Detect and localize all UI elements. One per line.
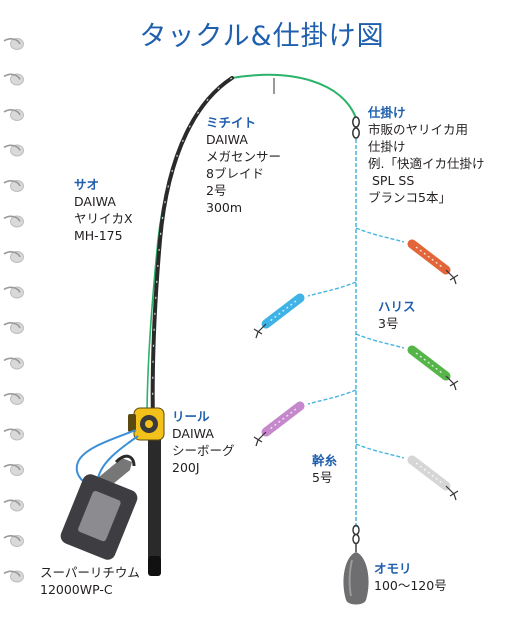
jig-branch-1 xyxy=(355,227,459,285)
jig-branch-2 xyxy=(253,281,357,339)
reel-heading: リール xyxy=(172,409,210,424)
rod-line-3: MH-175 xyxy=(74,228,123,243)
sinker-line-1: 100〜120号 xyxy=(374,578,447,593)
reel-icon xyxy=(128,407,165,441)
rig-line-2: 仕掛け xyxy=(368,139,406,154)
sinker-icon xyxy=(343,543,369,605)
battery-icon xyxy=(60,454,138,560)
mainline-line-5: 300m xyxy=(206,200,243,215)
battery-line-1: スーパーリチウム xyxy=(40,565,140,580)
ring-12 xyxy=(3,428,24,441)
ring-11 xyxy=(3,393,24,405)
reel-line-3: 200J xyxy=(172,460,200,475)
rod-grip xyxy=(148,430,161,560)
jig-branch-3 xyxy=(355,333,459,391)
ring-10 xyxy=(3,357,24,370)
rig-line-4: SPL SS xyxy=(368,173,415,188)
ring-2 xyxy=(3,73,24,86)
rod-butt xyxy=(148,556,161,576)
rig-heading: 仕掛け xyxy=(368,105,406,120)
ring-4 xyxy=(3,144,24,157)
notebook-rings xyxy=(3,38,24,583)
ring-6 xyxy=(3,215,24,228)
ring-8 xyxy=(3,286,24,299)
rig-label: 仕掛け 市販のヤリイカ用 仕掛け 例.「快適イカ仕掛け SPL SS ブランコ5… xyxy=(368,104,484,206)
top-swivel xyxy=(352,116,360,139)
jig-branch-5 xyxy=(355,443,459,501)
ring-5 xyxy=(3,180,24,192)
mainline-heading: ミチイト xyxy=(206,115,257,130)
reel-line-2: シーボーグ xyxy=(172,443,235,458)
mainline-line-4: 2号 xyxy=(206,183,227,198)
rig-line-1: 市販のヤリイカ用 xyxy=(368,122,469,137)
harisu-line-1: 3号 xyxy=(378,316,399,331)
mainline-label: ミチイト DAIWA メガセンサー 8ブレイド 2号 300m xyxy=(206,114,281,216)
rod-line-1: DAIWA xyxy=(74,194,116,209)
rod-guide-marks xyxy=(152,77,233,426)
main-line xyxy=(231,73,357,119)
rig-line-5: ブランコ5本」 xyxy=(368,190,451,205)
sinker-heading: オモリ xyxy=(374,561,412,576)
rod-label: サオ DAIWA ヤリイカX MH-175 xyxy=(74,176,133,244)
rod-line-2: ヤリイカX xyxy=(74,211,133,226)
battery-cable-2 xyxy=(97,435,139,479)
rig-line-3: 例.「快適イカ仕掛け xyxy=(368,156,485,171)
ring-13 xyxy=(3,464,24,476)
mainline-line-2: メガセンサー xyxy=(206,149,282,164)
mainline-line-1: DAIWA xyxy=(206,132,248,147)
harisu-heading: ハリス xyxy=(378,299,416,314)
trunk-label: 幹糸 5号 xyxy=(312,452,337,486)
mainline-line-3: 8ブレイド xyxy=(206,166,264,181)
reel-label: リール DAIWA シーボーグ 200J xyxy=(172,408,235,476)
battery-label: スーパーリチウム 12000WP-C xyxy=(40,564,140,598)
battery-line-2: 12000WP-C xyxy=(40,582,113,597)
ring-9 xyxy=(3,322,24,334)
rod-heading: サオ xyxy=(74,177,100,192)
trunk-line-1: 5号 xyxy=(312,470,333,485)
branch-lines xyxy=(253,227,459,501)
ring-1 xyxy=(3,38,24,50)
reel-line-1: DAIWA xyxy=(172,426,214,441)
ring-7 xyxy=(3,251,24,263)
harisu-label: ハリス 3号 xyxy=(378,298,416,332)
ring-3 xyxy=(3,109,24,121)
ring-16 xyxy=(3,570,24,583)
trunk-heading: 幹糸 xyxy=(312,453,338,468)
ring-14 xyxy=(3,499,24,512)
bottom-swivel xyxy=(352,524,360,545)
page-title: タックル&仕掛け図 xyxy=(139,21,385,52)
jig-branch-4 xyxy=(253,389,357,447)
sinker-label: オモリ 100〜120号 xyxy=(374,560,447,594)
ring-15 xyxy=(3,535,24,547)
